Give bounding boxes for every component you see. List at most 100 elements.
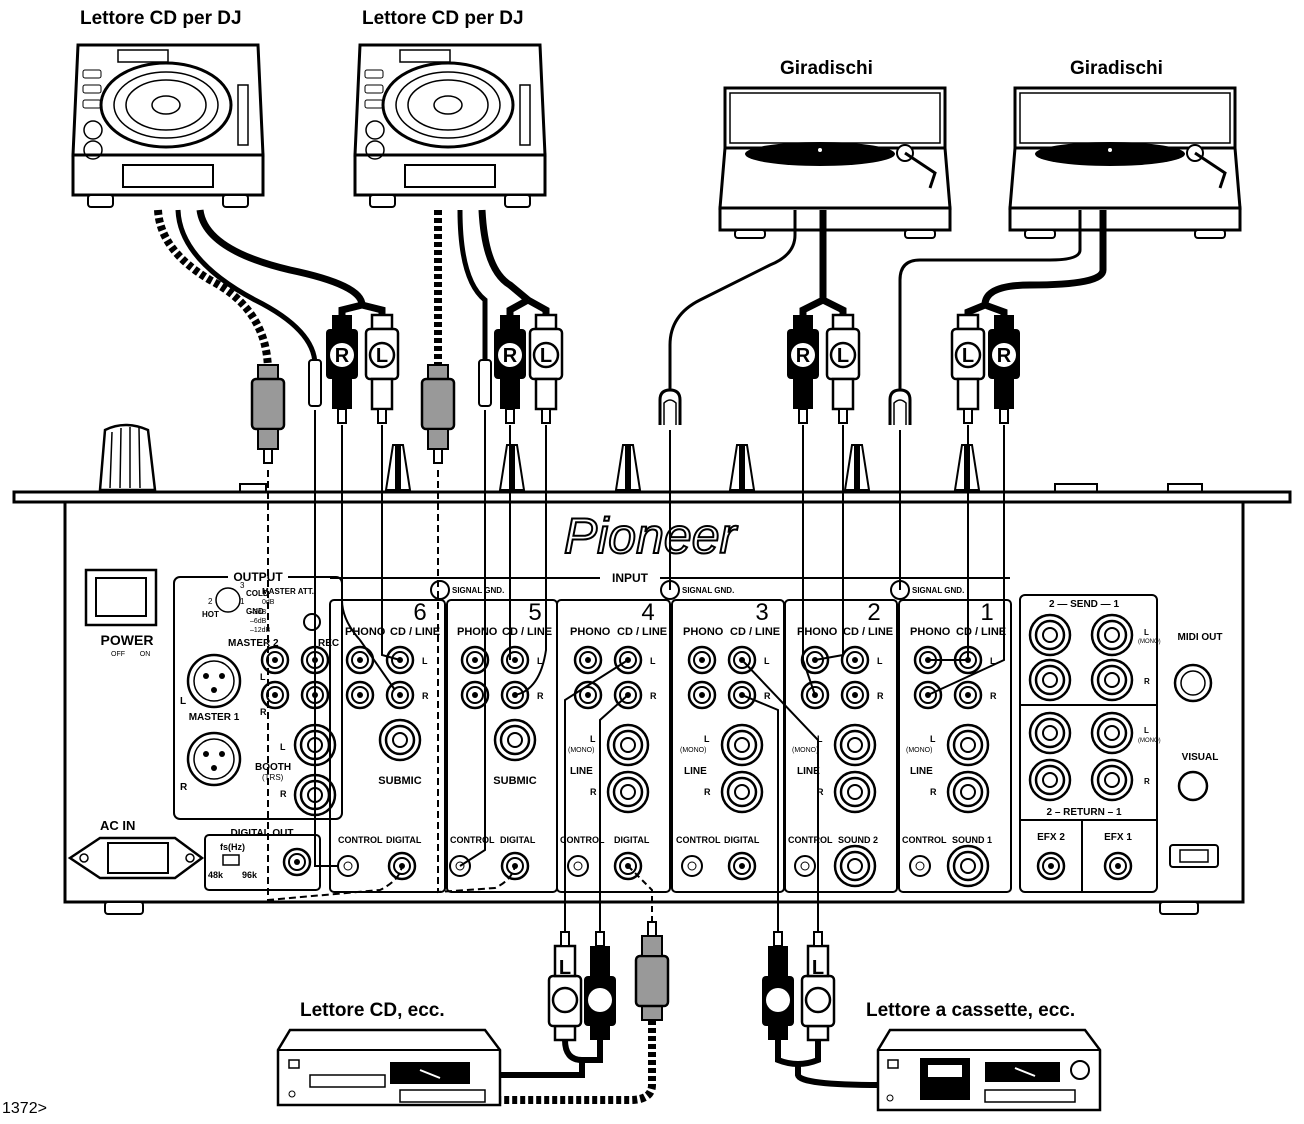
att-0db: 0dB (262, 599, 275, 606)
cdline-2: CD / LINE (843, 626, 893, 638)
channel-3: 3 (755, 599, 768, 626)
plug-l-cdj-right: L (540, 345, 552, 367)
signal-gnd-5: SIGNAL GND. (452, 586, 504, 595)
send-label: 2 — SEND — 1 (1049, 599, 1119, 610)
return-label: 2 – RETURN – 1 (1046, 807, 1121, 818)
fs-96k: 96k (242, 870, 258, 880)
xlr-gnd-label: GND (246, 607, 264, 616)
digital-out-label: DIGITAL OUT (231, 828, 294, 839)
phono-4: PHONO (570, 626, 611, 638)
cd-player-title: Lettore CD, ecc. (300, 1000, 445, 1021)
phono-3: PHONO (683, 626, 724, 638)
ch3-line: LINE (684, 766, 707, 777)
pin-2: 2 (208, 597, 213, 606)
ch1-line-r: R (930, 787, 937, 797)
ch6-l: L (422, 656, 428, 666)
control-5: CONTROL (450, 835, 495, 845)
power-off-label: OFF (111, 651, 125, 658)
plug-l-tt-left: L (837, 345, 849, 367)
digital-3: DIGITAL (724, 835, 760, 845)
control-2: CONTROL (788, 835, 833, 845)
ch4-r: R (650, 691, 657, 701)
ch3-r: R (764, 691, 771, 701)
turntable-right-title: Giradischi (1070, 58, 1163, 79)
rec-r: R (260, 707, 267, 717)
ch4-line-l: L (590, 734, 596, 744)
plug-l-cdj-left: L (376, 345, 388, 367)
cassette-title: Lettore a cassette, ecc. (866, 1000, 1076, 1021)
ch2-line: LINE (797, 766, 820, 777)
ch2-r: R (877, 691, 884, 701)
ch1-l: L (990, 656, 996, 666)
output-label: OUTPUT (233, 570, 283, 584)
channel-5: 5 (528, 599, 541, 626)
power-label: POWER (101, 632, 154, 648)
phono-6: PHONO (345, 626, 386, 638)
send-mono: (MONO) (1138, 639, 1161, 645)
efx1-label: EFX 1 (1104, 832, 1132, 843)
plug-r-cdj-left: R (335, 345, 350, 367)
cdline-4: CD / LINE (617, 626, 667, 638)
submic-5: SUBMIC (493, 775, 536, 787)
ch3-line-r: R (704, 787, 711, 797)
brand-logo: Pioneer (564, 508, 739, 564)
sound1-label: SOUND 1 (952, 835, 992, 845)
return-r: R (1144, 777, 1150, 786)
digital-6: DIGITAL (386, 835, 422, 845)
channel-4: 4 (641, 599, 654, 626)
input-label: INPUT (612, 571, 649, 585)
plug-l-tt-right: L (962, 345, 974, 367)
rec-label: REC (318, 638, 339, 649)
ch4-line: LINE (570, 766, 593, 777)
booth-r: R (280, 789, 287, 799)
booth-label: BOOTH (255, 762, 291, 773)
plug-r-cdj-right: R (503, 345, 518, 367)
ch4-l: L (650, 656, 656, 666)
ch1-r: R (990, 691, 997, 701)
cdline-1: CD / LINE (956, 626, 1006, 638)
return-l: L (1144, 726, 1149, 735)
master1-l: L (180, 696, 186, 707)
cdline-3: CD / LINE (730, 626, 780, 638)
fs-48k: 48k (208, 870, 224, 880)
xlr-cold-label: COLD (246, 589, 269, 598)
ch2-l: L (877, 656, 883, 666)
ch2-mono: (MONO) (792, 747, 818, 754)
ch5-l: L (537, 656, 543, 666)
ch4-mono: (MONO) (568, 747, 594, 754)
master2-label: MASTER 2 (228, 638, 279, 649)
phono-5: PHONO (457, 626, 498, 638)
att-3db: –3dB (250, 609, 267, 616)
rec-l: L (260, 672, 266, 682)
signal-gnd-3: SIGNAL GND. (682, 586, 734, 595)
ch3-l: L (764, 656, 770, 666)
plug-r-cassette: R (771, 957, 786, 979)
send-l: L (1144, 628, 1149, 637)
ch3-line-l: L (704, 734, 710, 744)
ch1-mono: (MONO) (906, 747, 932, 754)
sound2-label: SOUND 2 (838, 835, 878, 845)
send-r: R (1144, 677, 1150, 686)
cdline-5: CD / LINE (502, 626, 552, 638)
ch2-line-l: L (817, 734, 823, 744)
ch1-line-l: L (930, 734, 936, 744)
booth-trs: (TRS) (262, 773, 284, 782)
ch1-line: LINE (910, 766, 933, 777)
efx2-label: EFX 2 (1037, 832, 1065, 843)
channel-6: 6 (413, 599, 426, 626)
pin-1: 1 (240, 597, 245, 606)
plug-r-tt-left: R (796, 345, 811, 367)
fs-label: fs(Hz) (220, 842, 245, 852)
channel-1: 1 (980, 599, 993, 626)
att-6db: –6dB (250, 618, 267, 625)
phono-1: PHONO (910, 626, 951, 638)
power-on-label: ON (140, 651, 151, 658)
master-att-label: MASTER ATT. (262, 587, 314, 596)
control-1: CONTROL (902, 835, 947, 845)
submic-6: SUBMIC (378, 775, 421, 787)
turntable-left-title: Giradischi (780, 58, 873, 79)
control-6: CONTROL (338, 835, 383, 845)
plug-r-cdplayer: R (593, 957, 608, 979)
ch2-line-r: R (817, 787, 824, 797)
